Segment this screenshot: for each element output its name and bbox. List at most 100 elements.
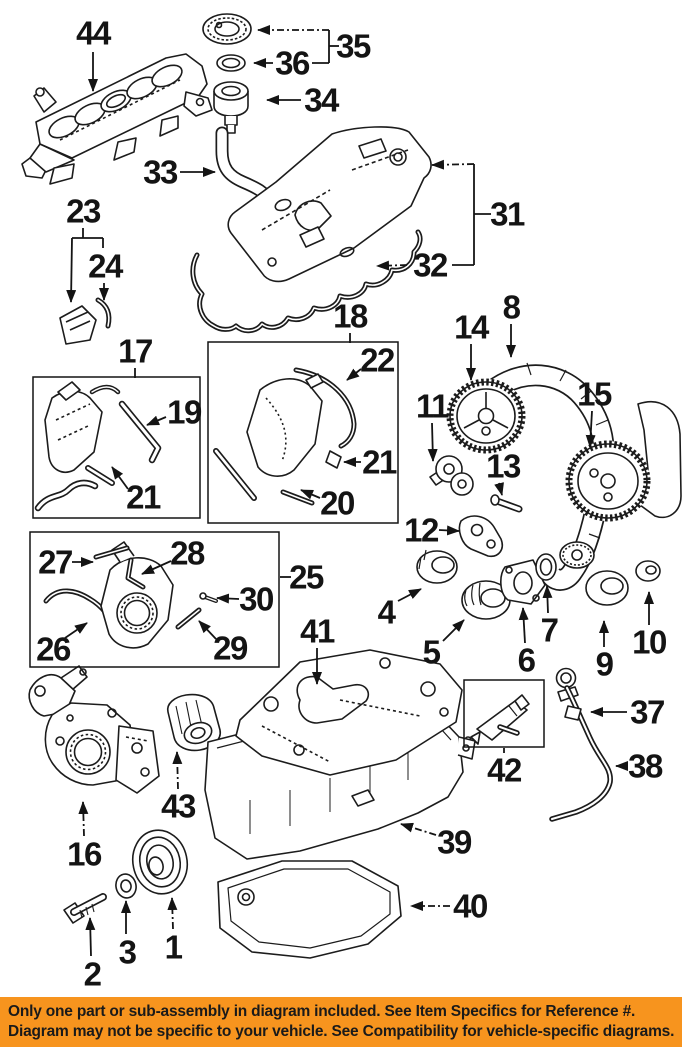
part-label-24: 24 — [88, 248, 124, 285]
part-label-43: 43 — [161, 788, 196, 825]
part-label-37: 37 — [630, 694, 664, 731]
callout-29 — [198, 620, 217, 640]
group-box-25 — [29, 531, 280, 668]
callout-lines — [64, 25, 654, 957]
crank-pulley-drawing — [131, 829, 189, 895]
crank-gear-drawing — [565, 400, 682, 522]
callout-32 — [376, 260, 408, 271]
parts-diagram: 1234567891011121314151617181920212122232… — [21, 13, 682, 993]
disclaimer-banner: Only one part or sub-assembly in diagram… — [0, 997, 682, 1047]
part-label-31: 31 — [490, 196, 525, 233]
part-label-41: 41 — [300, 613, 335, 650]
part-label-44: 44 — [76, 15, 112, 52]
crank-sprocket-drawing — [559, 541, 595, 569]
part-label-30: 30 — [239, 581, 273, 618]
oil-pump-drawing — [28, 665, 160, 794]
valve-cover-drawing — [227, 126, 432, 283]
small-spacer-drawing — [635, 560, 661, 582]
callout-22 — [346, 368, 362, 381]
tensioner-bracket-drawing — [458, 515, 504, 558]
valve-guide-parts-drawing — [59, 297, 112, 345]
idler-pulley-drawing — [416, 549, 458, 584]
part-label-19: 19 — [167, 394, 202, 431]
seal-plate-drawing — [500, 559, 546, 605]
tensioner-pulley-drawing — [461, 580, 511, 620]
part-label-17: 17 — [118, 333, 152, 370]
disclaimer-line-1: Only one part or sub-assembly in diagram… — [8, 1002, 636, 1020]
tensioner-drawing — [429, 455, 474, 496]
callout-4 — [397, 588, 422, 602]
pcv-valve-drawing — [213, 81, 249, 134]
callout-23 — [66, 237, 77, 303]
part-label-26: 26 — [36, 631, 71, 668]
part-label-3: 3 — [119, 934, 137, 971]
part-label-10: 10 — [632, 624, 666, 661]
part-label-29: 29 — [213, 630, 248, 667]
sealant-tube-drawing — [464, 694, 530, 745]
part-label-22: 22 — [360, 342, 395, 379]
part-label-15: 15 — [577, 376, 612, 413]
part-label-20: 20 — [320, 485, 354, 522]
oil-pan-baffle-drawing — [235, 649, 463, 776]
callout-13 — [494, 482, 504, 496]
intake-manifold-drawing — [21, 53, 213, 185]
callout-15 — [585, 410, 596, 448]
callout-19 — [146, 415, 167, 426]
part-label-4: 4 — [378, 594, 397, 631]
lower-oil-pan-drawing — [217, 860, 402, 959]
part-label-36: 36 — [275, 45, 310, 82]
callout-11 — [427, 422, 438, 462]
group-boxes — [29, 341, 545, 748]
cap-gasket-drawing — [216, 54, 246, 72]
group-box-18 — [207, 341, 399, 524]
callout-31 — [431, 159, 475, 170]
part-label-39: 39 — [437, 824, 472, 861]
group-box-17 — [32, 376, 201, 519]
oil-filter-drawing — [166, 693, 222, 752]
part-label-32: 32 — [413, 247, 448, 284]
part-label-16: 16 — [67, 836, 102, 873]
callout-1 — [167, 897, 178, 930]
valve-cover-gasket-drawing — [190, 229, 423, 334]
callout-28 — [141, 560, 172, 575]
part-label-38: 38 — [628, 748, 663, 785]
part-label-9: 9 — [596, 646, 614, 683]
part-label-11: 11 — [416, 388, 449, 425]
part-label-42: 42 — [487, 752, 522, 789]
part-label-23: 23 — [66, 193, 101, 230]
part-label-1: 1 — [165, 929, 183, 966]
part-label-18: 18 — [333, 298, 368, 335]
callout-16 — [78, 801, 89, 837]
camshaft-gear-drawing — [446, 378, 526, 454]
part-label-33: 33 — [143, 154, 178, 191]
callout-2 — [85, 917, 96, 957]
part-label-6: 6 — [518, 642, 536, 679]
part-label-13: 13 — [486, 448, 521, 485]
pulley-spacer-drawing — [585, 570, 629, 606]
part-label-40: 40 — [453, 888, 487, 925]
oil-cap-drawing — [202, 13, 252, 45]
callout-26 — [64, 622, 88, 639]
part-label-21a: 21 — [126, 479, 161, 516]
part-label-27: 27 — [38, 544, 72, 581]
part-label-2: 2 — [84, 956, 102, 993]
part-label-25: 25 — [289, 559, 324, 596]
callout-43 — [172, 751, 183, 790]
seal-ring-drawing — [535, 553, 557, 581]
part-label-34: 34 — [304, 82, 340, 119]
pulley-bolt-drawing — [63, 893, 107, 924]
dipstick-drawing — [549, 667, 613, 822]
part-label-8: 8 — [503, 289, 521, 326]
part-label-12: 12 — [404, 512, 439, 549]
part-label-5: 5 — [423, 634, 441, 671]
callout-21a — [111, 466, 129, 490]
part-label-21b: 21 — [362, 444, 397, 481]
callout-7 — [542, 585, 553, 614]
part-label-14: 14 — [454, 309, 490, 346]
callout-20 — [300, 489, 321, 500]
disclaimer-line-2: Diagram may not be specific to your vehi… — [8, 1023, 675, 1040]
callout-39 — [400, 822, 437, 836]
upper-timing-cover-group-drawing — [34, 381, 162, 512]
